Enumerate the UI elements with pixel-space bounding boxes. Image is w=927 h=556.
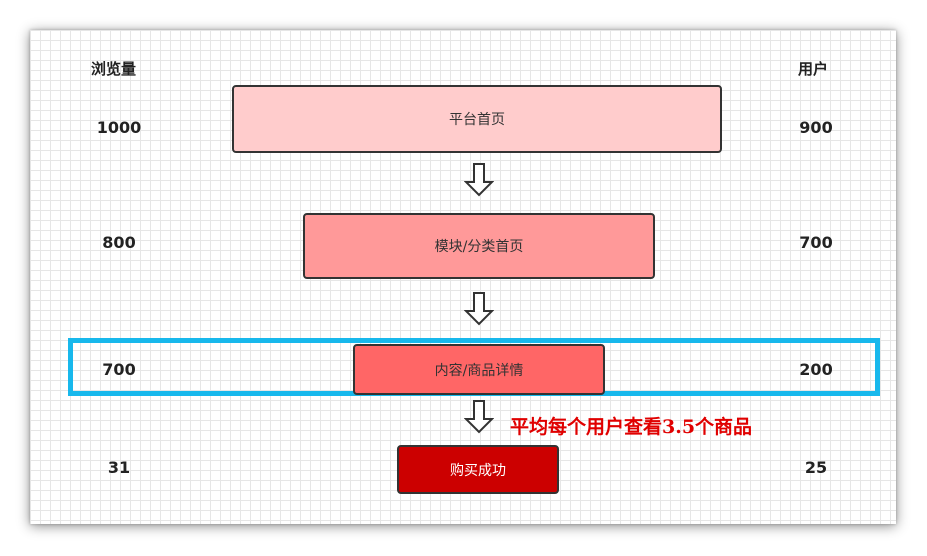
stage-1-label: 平台首页 bbox=[449, 112, 505, 128]
arrow-down-icon bbox=[464, 163, 494, 197]
stage-4-box[interactable]: 购买成功 bbox=[397, 445, 559, 494]
stage-3-users: 200 bbox=[799, 360, 833, 379]
stage-3-box[interactable]: 内容/商品详情 bbox=[353, 344, 605, 395]
stage-4-views: 31 bbox=[107, 458, 131, 477]
stage-4-users: 25 bbox=[804, 458, 828, 477]
views-header: 浏览量 bbox=[91, 60, 137, 78]
arrow-down-icon bbox=[464, 292, 494, 326]
diagram-canvas: 浏览量 用户 1000 平台首页 900 800 模块/分类首页 700 700… bbox=[30, 30, 896, 524]
stage-3-views: 700 bbox=[102, 360, 136, 379]
stage-1-views: 1000 bbox=[96, 118, 142, 137]
stage-4-label: 购买成功 bbox=[450, 462, 506, 479]
stage-2-box[interactable]: 模块/分类首页 bbox=[303, 213, 655, 279]
stage-2-users: 700 bbox=[799, 233, 833, 252]
stage-2-views: 800 bbox=[102, 233, 136, 252]
stage-1-box[interactable]: 平台首页 bbox=[232, 85, 722, 153]
stage-1-users: 900 bbox=[799, 118, 833, 137]
users-header: 用户 bbox=[798, 60, 829, 78]
stage-3-label: 内容/商品详情 bbox=[434, 362, 524, 379]
annotation-text: 平均每个用户查看3.5个商品 bbox=[510, 416, 753, 438]
arrow-down-icon bbox=[464, 400, 494, 434]
stage-2-label: 模块/分类首页 bbox=[434, 239, 524, 255]
